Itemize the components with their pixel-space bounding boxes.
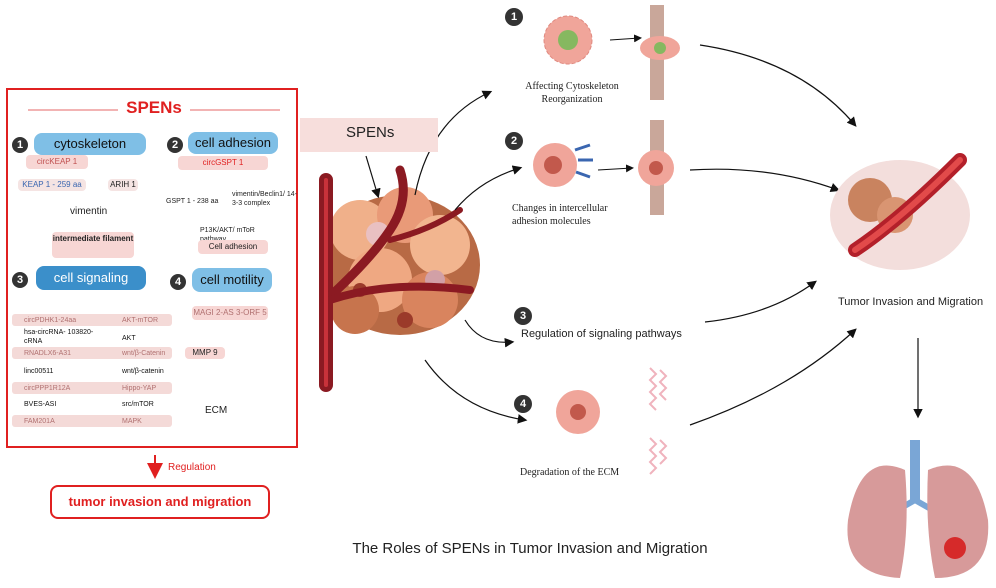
blood-vessel-illustration <box>319 165 474 392</box>
signaling-pathway: MAPK <box>122 418 142 425</box>
arih1-box: ARIH 1 <box>108 179 138 191</box>
keap1-protein-box: KEAP 1 - 259 aa <box>18 179 86 191</box>
section-number-1: 1 <box>12 137 28 153</box>
circ-keap1-box: circKEAP 1 <box>26 155 88 169</box>
cell-adhesion-box: Cell adhesion <box>198 240 268 254</box>
step2-illustration <box>533 120 674 215</box>
vimentin-complex-label: vimentin/Beclin1/ 14-3-3 complex <box>232 191 297 207</box>
mmp9-box: MMP 9 <box>185 347 225 359</box>
vimentin-label: vimentin <box>70 206 108 217</box>
panel-title: SPENs <box>126 98 182 117</box>
pi3k-pathway-label: P13K/AKT/ mToR pathway <box>200 227 255 243</box>
signaling-row-bg-1 <box>12 314 172 326</box>
step-number-3: 3 <box>514 307 532 325</box>
section-heading-cell-motility: cell motility <box>192 268 272 292</box>
title-rule-right <box>190 109 280 111</box>
magi2-box: MAGI 2-AS 3-ORF 5 <box>192 306 268 320</box>
spens-banner <box>300 118 438 152</box>
section-number-3: 3 <box>12 272 28 288</box>
regulation-label: Regulation <box>168 462 216 473</box>
signaling-row-bg-7 <box>12 415 172 427</box>
tissue-invasion-illustration <box>830 153 970 270</box>
step-caption-1: Affecting Cytoskeleton Reorganization <box>525 81 619 105</box>
ecm-label: ECM <box>205 405 228 416</box>
signaling-name: circPPP1R12A <box>24 385 71 392</box>
signaling-name: RNADLX6-A31 <box>24 350 72 357</box>
step-caption-2: Changes in intercellular adhesion molecu… <box>512 203 608 227</box>
outcome-box: tumor invasion and migration <box>50 485 270 519</box>
spens-center-label: SPENs <box>346 124 395 141</box>
step-caption-4: Degradation of the ECM <box>520 467 620 478</box>
step-number-1: 1 <box>505 8 523 26</box>
outcome-label: Tumor Invasion and Migration <box>838 296 984 308</box>
step-number-2: 2 <box>505 132 523 150</box>
signaling-name: BVES-ASI <box>24 401 57 408</box>
title-rule-left <box>28 109 118 111</box>
section-number-2: 2 <box>167 137 183 153</box>
signaling-pathway: Hippo-YAP <box>122 385 157 392</box>
section-heading-cell-signaling: cell signaling <box>36 266 146 290</box>
signaling-name: hsa-circRNA- 103820-cRNA <box>24 329 94 345</box>
signaling-row-bg-5 <box>12 382 172 394</box>
signaling-pathway: AKT <box>122 335 136 342</box>
step-number-4: 4 <box>514 395 532 413</box>
signaling-name: FAM201A <box>24 418 55 425</box>
step4-illustration <box>556 367 668 475</box>
signaling-name: circPDHK1-24aa <box>24 317 77 324</box>
signaling-row-bg-3 <box>12 347 172 359</box>
signaling-pathway: wnt/β-catenin <box>122 368 164 375</box>
section-heading-cell-adhesion: cell adhesion <box>188 132 278 154</box>
signaling-pathway: wnt/β-Catenin <box>122 350 166 357</box>
gspt1-protein-label: GSPT 1 - 238 aa <box>166 198 219 205</box>
step1-illustration <box>543 5 680 100</box>
step-caption-3: Regulation of signaling pathways <box>521 328 682 340</box>
circ-gspt1-box: circGSPT 1 <box>178 156 268 170</box>
section-heading-cytoskeleton: cytoskeleton <box>34 133 146 155</box>
lungs-illustration <box>847 440 989 578</box>
signaling-pathway: AKT-mTOR <box>122 317 159 324</box>
section-number-4: 4 <box>170 274 186 290</box>
intermediate-filament-box: intermediate filament <box>52 232 134 258</box>
figure-title: The Roles of SPENs in Tumor Invasion and… <box>352 540 708 557</box>
signaling-name: linc00511 <box>24 368 54 375</box>
signaling-pathway: src/mTOR <box>122 401 154 408</box>
